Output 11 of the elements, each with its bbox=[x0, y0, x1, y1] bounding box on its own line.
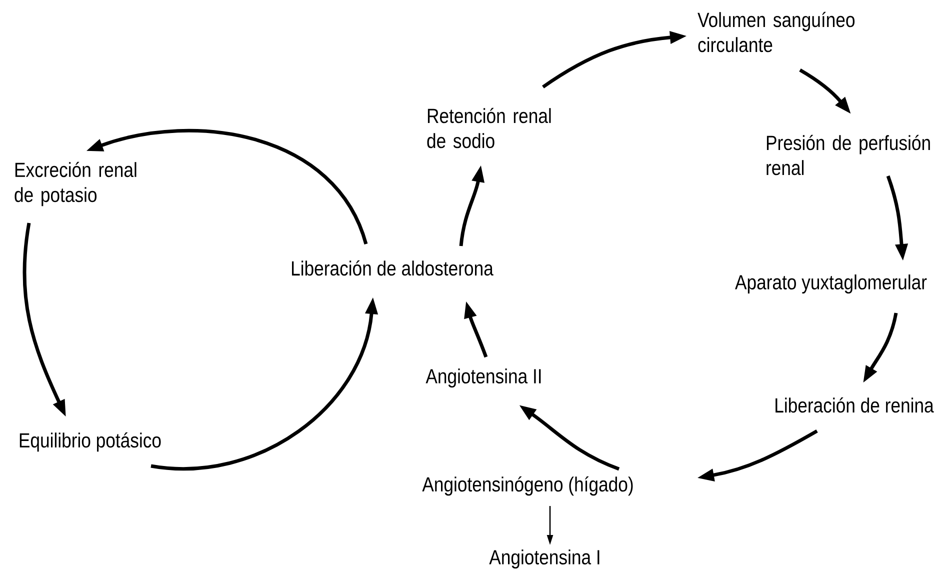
node-label: Liberación de renina bbox=[776, 397, 934, 413]
node-label: Equilibrio potásico bbox=[20, 432, 161, 452]
node-label: Liberación de aldosterona bbox=[292, 260, 494, 276]
node-label: Aparato yuxtaglomerular bbox=[735, 274, 927, 294]
node-label: Volumen sanguíneo circulante bbox=[698, 12, 855, 52]
node-label: Angiotensina II bbox=[426, 368, 541, 388]
node-label: Presión de perfusión renal bbox=[766, 134, 930, 176]
node-label: Excreción renal de potasio bbox=[14, 162, 136, 206]
node-label: Retención renal de sodio bbox=[427, 108, 551, 148]
node-label: Angiotensina I bbox=[489, 549, 600, 569]
node-label: Angiotensinógeno (hígado) bbox=[422, 476, 633, 496]
